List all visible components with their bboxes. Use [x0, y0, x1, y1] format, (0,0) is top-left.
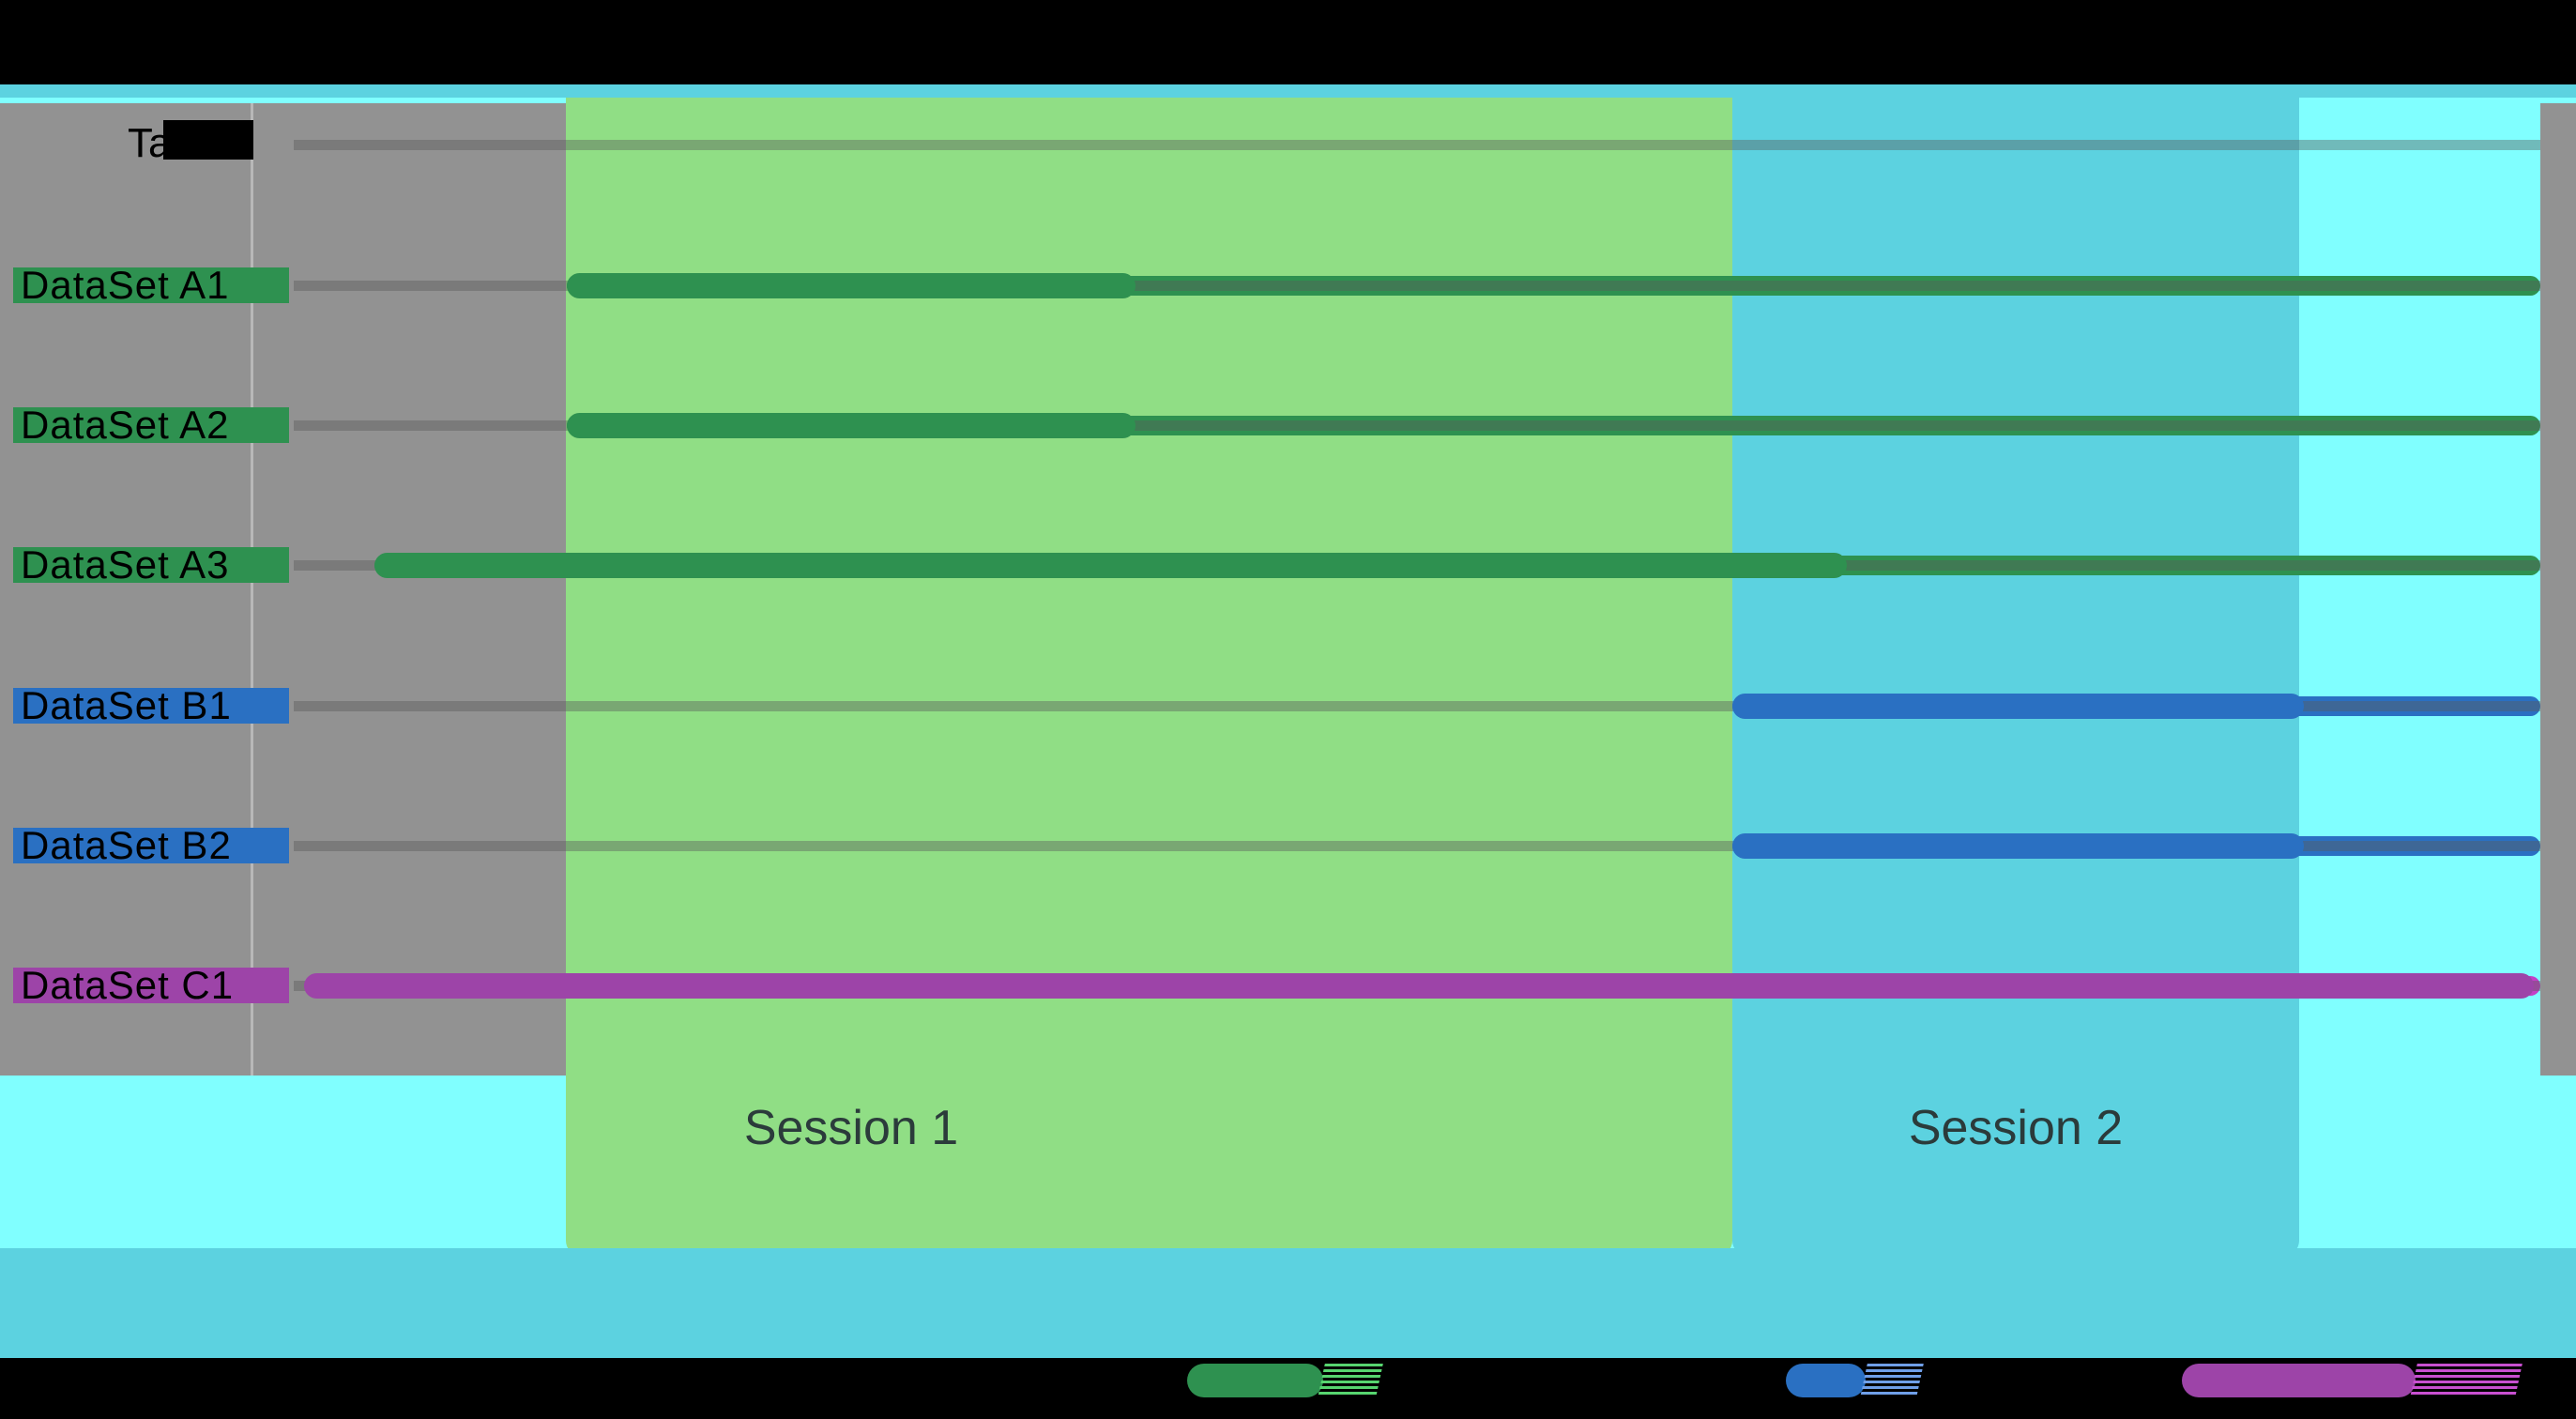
row-label-A: DataSet A1 — [13, 267, 289, 303]
task-bar-DataSet B1[interactable] — [1732, 693, 2304, 719]
row-line-empty — [294, 139, 2540, 150]
session1-label: Session 1 — [743, 1101, 959, 1155]
bottom-cyan-band — [0, 1248, 2576, 1358]
task-bar-DataSet A3[interactable] — [374, 552, 1847, 578]
legend-streak-mark-A — [1318, 1364, 1383, 1397]
task-bar-DataSet B2[interactable] — [1732, 832, 2304, 859]
session2-label: Session 2 — [1908, 1101, 2124, 1155]
session1-band — [566, 98, 1732, 1256]
redaction-box — [163, 120, 253, 160]
legend-pill-group-C[interactable] — [2182, 1364, 2416, 1397]
legend-pill-group-B[interactable] — [1786, 1364, 1866, 1397]
task-bar-DataSet A2[interactable] — [567, 412, 1136, 438]
row-label-A: DataSet A2 — [13, 407, 289, 443]
row-label-C: DataSet C1 — [13, 968, 289, 1003]
row-line — [294, 420, 2540, 431]
task-bar-DataSet A1[interactable] — [567, 272, 1136, 298]
legend-pill-group-A[interactable] — [1187, 1364, 1323, 1397]
post-session-band — [2299, 98, 2540, 1256]
top-cyan-strip — [0, 84, 2576, 98]
y-axis-line — [251, 103, 253, 1076]
task-bar-DataSet C1[interactable] — [304, 972, 2534, 999]
letterbox-top — [0, 0, 2576, 84]
row-line — [294, 700, 2540, 711]
row-label-B: DataSet B2 — [13, 828, 289, 863]
session2-band — [1732, 98, 2299, 1256]
legend-streak-mark-C — [2410, 1364, 2523, 1397]
row-label-B: DataSet B1 — [13, 688, 289, 724]
legend-streak-mark-B — [1860, 1364, 1924, 1397]
row-label-A: DataSet A3 — [13, 547, 289, 583]
row-line — [294, 840, 2540, 851]
row-line — [294, 280, 2540, 291]
